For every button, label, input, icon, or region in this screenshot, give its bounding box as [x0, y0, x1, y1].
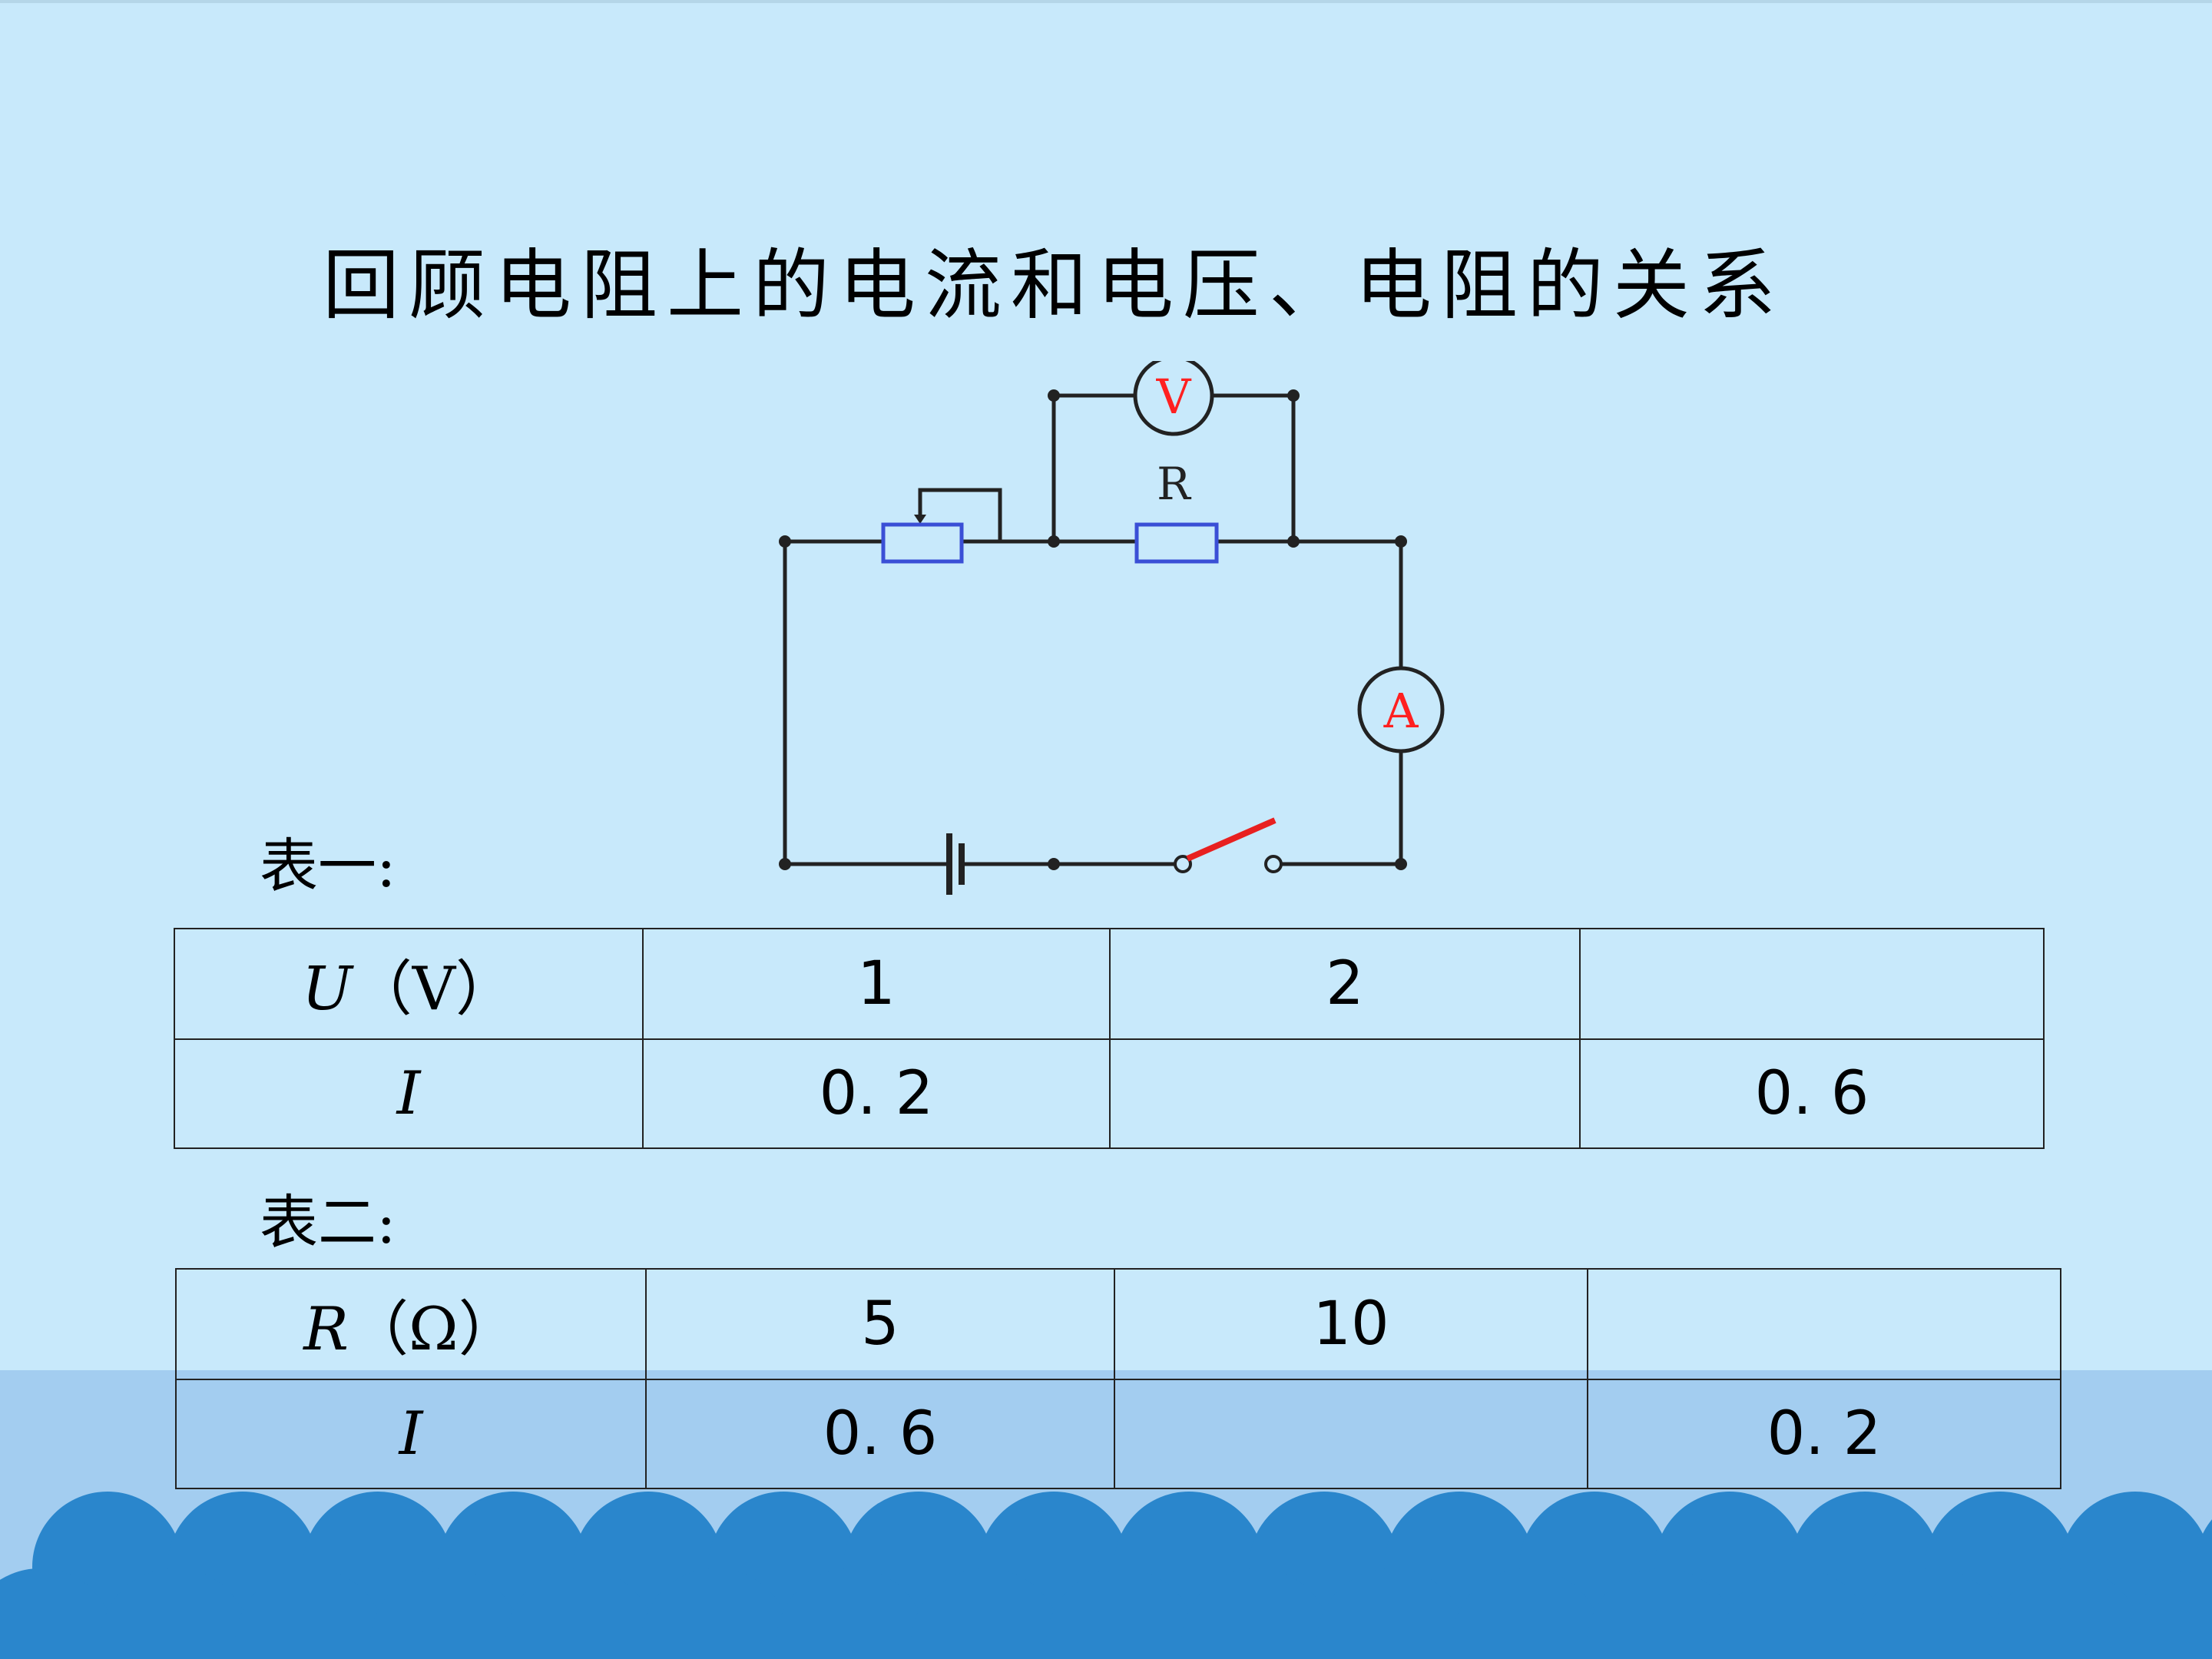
table2-cell: 10	[1114, 1268, 1588, 1380]
resistor-label: R	[1157, 458, 1192, 510]
table2-caption: 表二:	[260, 1188, 396, 1257]
voltmeter: V	[1133, 361, 1214, 436]
rheostat-slider-arrow	[914, 515, 926, 524]
voltmeter-label: V	[1156, 369, 1192, 425]
wave-scallop	[1857, 1568, 2008, 1659]
wave-scallop	[505, 1568, 656, 1659]
table1-cell	[1579, 928, 2045, 1040]
table1: U（V） 1 2 I 0. 2 0. 6	[174, 928, 2045, 1149]
table1-cell: 0. 2	[642, 1038, 1111, 1149]
current-symbol: I	[399, 1399, 423, 1469]
voltage-unit: （V）	[352, 955, 516, 1024]
wave-scallop	[1992, 1568, 2143, 1659]
table2-header-resistance: R（Ω）	[175, 1268, 647, 1380]
ammeter-label: A	[1383, 683, 1419, 739]
voltage-symbol: U	[301, 955, 353, 1024]
wave-scallop	[1587, 1568, 1737, 1659]
wave-scallop	[2128, 1568, 2212, 1659]
rheostat	[881, 522, 964, 564]
wave-scallop	[370, 1568, 521, 1659]
table2-cell: 0. 6	[645, 1379, 1115, 1489]
wave-scallop	[0, 1568, 115, 1659]
wave-decoration	[0, 1492, 2212, 1659]
current-symbol: I	[396, 1059, 421, 1128]
battery	[946, 833, 965, 895]
wave-scallop	[776, 1568, 926, 1659]
table2-cell	[1587, 1268, 2061, 1380]
table1-cell: 0. 6	[1579, 1038, 2045, 1149]
table1-row-voltage: U（V） 1 2	[174, 928, 2045, 1040]
wave-scallop	[1452, 1568, 1602, 1659]
slide-title: 回顾电阻上的电流和电压、电阻的关系	[323, 240, 1785, 330]
wave-scallop	[235, 1568, 386, 1659]
table1-caption: 表一:	[260, 832, 396, 900]
wave-scallop	[1316, 1568, 1467, 1659]
table2-row-current: I 0. 6 0. 2	[175, 1379, 2061, 1489]
circuit-diagram: R V A	[779, 361, 1445, 895]
switch	[1174, 817, 1283, 873]
wave-row-bottom	[0, 1568, 2212, 1659]
table1-header-voltage: U（V）	[174, 928, 644, 1040]
table2: R（Ω） 5 10 I 0. 6 0. 2	[175, 1268, 2061, 1489]
wave-scallop	[1181, 1568, 1332, 1659]
wave-scallop	[100, 1568, 250, 1659]
wave-scallop	[1722, 1568, 1873, 1659]
table1-row-current: I 0. 2 0. 6	[174, 1038, 2045, 1149]
wave-scallop	[911, 1568, 1061, 1659]
wave-scallop	[1046, 1568, 1197, 1659]
ammeter: A	[1357, 666, 1445, 753]
table1-cell: 1	[642, 928, 1111, 1040]
table2-cell	[1114, 1379, 1588, 1489]
resistance-symbol: R	[303, 1295, 349, 1364]
table1-cell: 2	[1109, 928, 1581, 1040]
table1-cell	[1109, 1038, 1581, 1149]
wave-scallop	[641, 1568, 791, 1659]
resistance-unit: （Ω）	[349, 1295, 518, 1364]
table2-cell: 5	[645, 1268, 1115, 1380]
table1-header-current: I	[174, 1038, 644, 1149]
junction-dots	[779, 389, 1407, 870]
top-border-line	[0, 0, 2212, 3]
table2-cell: 0. 2	[1587, 1379, 2061, 1489]
circuit-wires	[783, 393, 1403, 866]
resistor	[1134, 522, 1219, 564]
table2-header-current: I	[175, 1379, 647, 1489]
table2-row-resistance: R（Ω） 5 10	[175, 1268, 2061, 1380]
